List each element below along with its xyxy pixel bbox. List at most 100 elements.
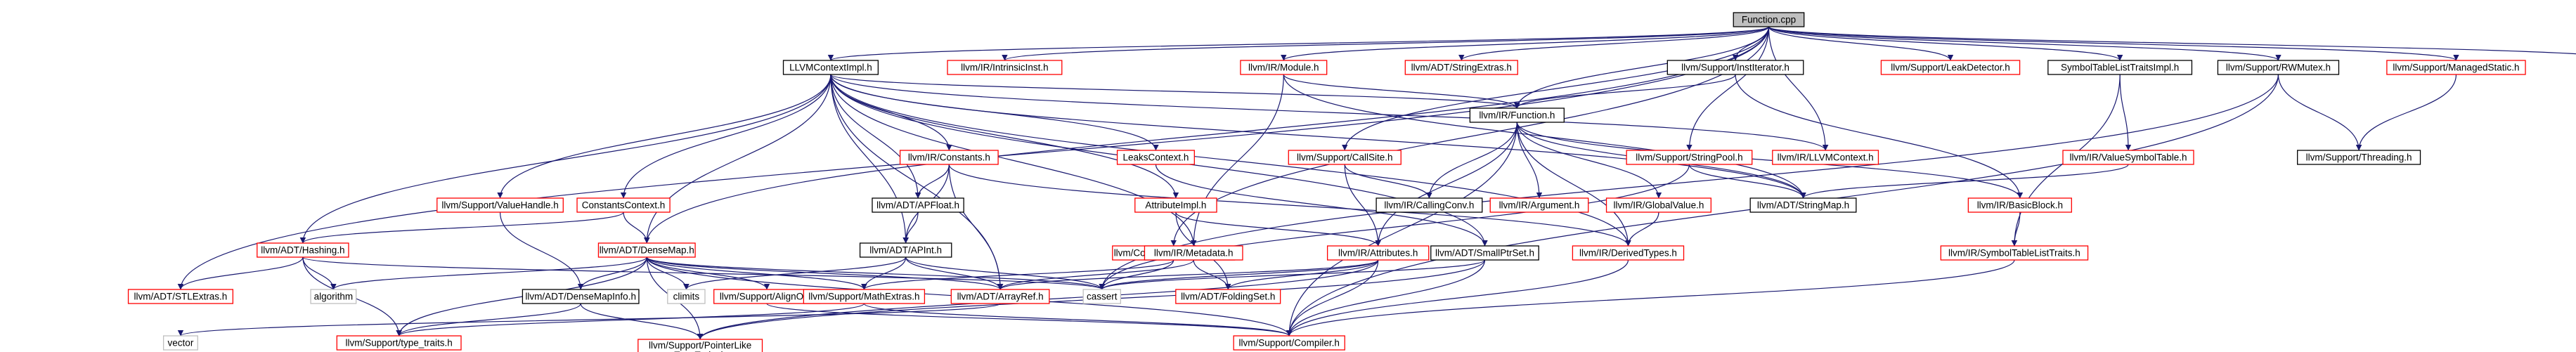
node-derivedtypes[interactable]: llvm/IR/DerivedTypes.h [1572,245,1685,261]
edge-densemap-climits [646,256,690,290]
node-irmetadata[interactable]: llvm/IR/Metadata.h [1144,245,1243,261]
node-stringpool[interactable]: llvm/Support/StringPool.h [1626,150,1753,165]
node-symtablelisttraits[interactable]: llvm/IR/SymbolTableListTraits.h [1940,245,2089,261]
node-callsite[interactable]: llvm/Support/CallSite.h [1288,150,1402,165]
node-box [637,339,763,352]
node-box [1116,150,1195,165]
node-mathextras[interactable]: llvm/Support/MathExtras.h [803,289,926,304]
edge-hashing-cassert [302,256,1105,290]
node-label: cassert [1087,292,1118,302]
edge-root-managedstatic [1768,26,2459,61]
edge-alignof-compiler [766,303,1293,337]
edge-irfunction-compiler [1286,122,1517,337]
edge-irattributes-compiler [1286,259,1379,337]
node-densemap[interactable]: llvm/ADT/DenseMap.h [597,242,696,258]
node-box [1144,245,1243,261]
node-callingconv[interactable]: llvm/IR/CallingConv.h [1376,197,1483,213]
node-basicblock[interactable]: llvm/IR/BasicBlock.h [1967,197,2072,213]
node-irfunction[interactable]: llvm/IR/Function.h [1469,107,1565,123]
node-apint[interactable]: llvm/ADT/APInt.h [859,242,952,258]
node-root[interactable]: Function.cpp [1733,12,1805,27]
edge-llvmctx-irmetadata [830,74,1197,247]
node-llvmctx[interactable]: LLVMContextImpl.h [782,60,879,75]
node-stlextras[interactable]: llvm/ADT/STLExtras.h [127,289,233,304]
node-label: LLVMContextImpl.h [789,63,872,73]
node-box [872,197,964,213]
edge-managedstatic-threading [2355,74,2457,151]
edge-irattributes-cassert [1099,259,1379,290]
node-box [2047,60,2193,75]
node-institerator[interactable]: llvm/Support/InstIterator.h [1666,60,1804,75]
node-box [1134,197,1217,213]
node-leakdetector[interactable]: llvm/Support/LeakDetector.h [1880,60,2021,75]
node-irmodule[interactable]: llvm/IR/Module.h [1240,60,1328,75]
node-box [2297,150,2421,165]
node-box [162,335,198,351]
node-intrinsicinst[interactable]: llvm/IR/IntrinsicInst.h [947,60,1063,75]
node-strextras[interactable]: llvm/ADT/StringExtras.h [1404,60,1518,75]
node-box [1572,245,1685,261]
node-box [2217,60,2340,75]
node-label: llvm/ADT/STLExtras.h [134,292,228,302]
node-rwmutex[interactable]: llvm/Support/RWMutex.h [2217,60,2340,75]
node-foldingset[interactable]: llvm/ADT/FoldingSet.h [1175,289,1281,304]
node-pointerlike[interactable]: llvm/Support/PointerLikeTypeTraits.h [637,339,763,352]
node-box [1469,107,1565,123]
edge-root-llvmctx [828,26,1770,61]
edge-hashing-stlextras [177,256,304,290]
node-climits: climits [667,289,706,304]
node-label: llvm/Support/type_traits.h [345,338,452,348]
node-globalvalue[interactable]: llvm/IR/GlobalValue.h [1605,197,1711,213]
node-constantsctx[interactable]: ConstantsContext.h [576,197,671,213]
node-label: llvm/ADT/APFloat.h [876,200,959,211]
edge-irattributes-arrayref [997,259,1379,290]
edge-irfunction-globalvalue [1516,122,1662,199]
node-box [1430,245,1539,261]
edge-llvmctx-derivedtypes [830,74,1631,247]
node-irattributes[interactable]: llvm/IR/Attributes.h [1326,245,1430,261]
node-apfloat[interactable]: llvm/ADT/APFloat.h [872,197,964,213]
node-label: llvm/IR/ValueSymbolTable.h [2069,152,2187,163]
edge-llvmctx-stringmap [830,74,1806,199]
node-label: LeaksContext.h [1123,152,1189,163]
node-label: llvm/IR/CallingConv.h [1384,200,1474,211]
node-label: AttributeImpl.h [1145,200,1206,211]
node-irconstants[interactable]: llvm/IR/Constants.h [899,150,999,165]
node-stringmap[interactable]: llvm/ADT/StringMap.h [1749,197,1857,213]
node-valuehandle[interactable]: llvm/Support/ValueHandle.h [436,197,564,213]
node-box [310,289,357,304]
node-smallptrset[interactable]: llvm/ADT/SmallPtrSet.h [1430,245,1539,261]
node-densemapinfo[interactable]: llvm/ADT/DenseMapInfo.h [522,289,640,304]
node-symtablelistimpl[interactable]: SymbolTableListTraitsImpl.h [2047,60,2193,75]
node-hashing[interactable]: llvm/ADT/Hashing.h [257,242,349,258]
node-attributeimpl[interactable]: AttributeImpl.h [1134,197,1217,213]
node-label: llvm/ADT/APInt.h [869,245,942,256]
node-leakscontext[interactable]: LeaksContext.h [1116,150,1195,165]
edge-irconstants-derivedtypes [948,164,1631,247]
node-threading[interactable]: llvm/Support/Threading.h [2297,150,2421,165]
node-compiler[interactable]: llvm/Support/Compiler.h [1233,335,1345,351]
node-typetraits[interactable]: llvm/Support/type_traits.h [336,335,462,351]
node-irargument[interactable]: llvm/IR/Argument.h [1489,197,1589,213]
node-box [950,289,1050,304]
node-box [1288,150,1402,165]
node-box [1240,60,1328,75]
node-box [859,242,952,258]
node-alignof[interactable]: llvm/Support/AlignOf.h [713,289,821,304]
node-label: llvm/ADT/ArrayRef.h [957,292,1044,302]
node-label: climits [673,292,700,302]
node-arrayref[interactable]: llvm/ADT/ArrayRef.h [950,289,1050,304]
edge-valuesymtab-stringmap [1800,164,2129,199]
node-llvmcontext[interactable]: llvm/IR/LLVMContext.h [1772,150,1879,165]
node-cassert: cassert [1082,289,1122,304]
edge-smallptrset-compiler [1286,259,1486,337]
edge-llvmctx-valuehandle [497,74,831,199]
node-managedstatic[interactable]: llvm/Support/ManagedStatic.h [2386,60,2526,75]
edge-densemap-arrayref [646,256,1004,290]
edge-stringpool-cassert [1099,164,1690,290]
edge-densemap-densemapinfo [578,256,647,290]
edge-irconstants-arrayref [948,164,1004,290]
node-valuesymtab[interactable]: llvm/IR/ValueSymbolTable.h [2062,150,2194,165]
node-label: llvm/Support/AlignOf.h [720,292,814,302]
